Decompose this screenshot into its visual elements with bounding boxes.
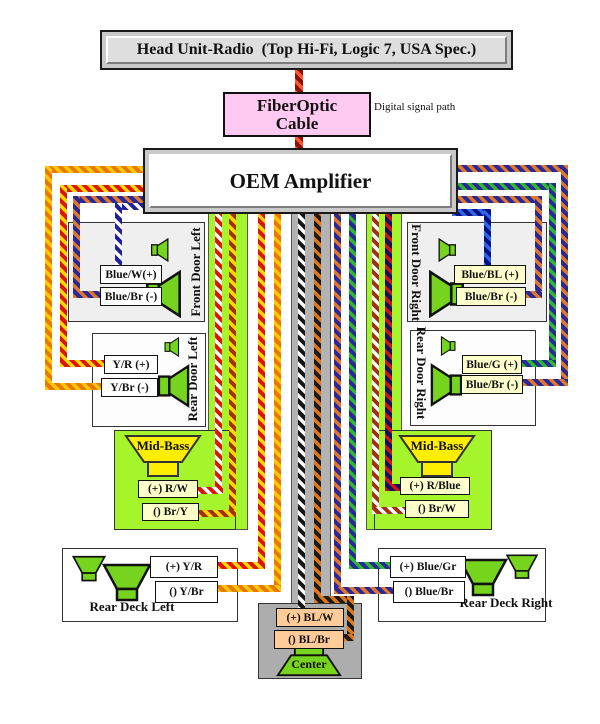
rear-deck-left-pos-label: (+) Y/R: [150, 556, 218, 578]
bluebr-frontright-wire-h1: [452, 196, 542, 203]
rear-door-right-woofer-icon: [430, 360, 462, 410]
mid-bass-right-pos-label: (+) R/Blue: [400, 477, 470, 495]
rear-door-left-neg-label: Y/Br (-): [101, 378, 158, 397]
brw-wire-h: [372, 507, 407, 514]
rear-deck-right-small-speaker-icon: [505, 554, 539, 580]
rw-wire-h: [197, 487, 223, 494]
blbr-wire-v2: [347, 596, 354, 641]
mid-bass-left-pos-label: (+) R/W: [138, 480, 198, 498]
yr-left-wire-h2: [60, 360, 105, 367]
bluebr-reardoorright-wire-h2: [523, 379, 568, 386]
bry-wire-h: [198, 510, 236, 517]
rear-deck-left-neg-label: () Y/Br: [155, 581, 218, 603]
rear-door-right-tweeter-icon: [436, 336, 460, 356]
ybr-deck-wire-v: [274, 212, 281, 590]
digital-signal-path-note: Digital signal path: [374, 101, 456, 113]
front-door-right-pos-label: Blue/BL (+): [454, 265, 526, 284]
fiber-optic-line1: FiberOptic: [256, 95, 338, 115]
blbr-wire-h1: [314, 596, 354, 603]
bluebr-frontright-wire-h2: [526, 291, 542, 298]
center-neg-label: () BL/Br: [274, 630, 344, 649]
mid-bass-right-speaker-icon: [398, 434, 476, 478]
rear-door-left-pos-label: Y/R (+): [104, 355, 158, 374]
rear-door-right-pos-label: Blue/G (+): [462, 355, 522, 374]
rear-door-left-tweeter-icon: [160, 337, 184, 357]
bluegr-wire-v: [349, 212, 356, 569]
bluebl-wire-h: [452, 209, 491, 216]
bluew-wire-h: [118, 203, 148, 210]
bluebr-deck-wire-v: [334, 212, 341, 592]
center-pos-label: (+) BL/W: [276, 608, 344, 627]
rear-deck-right-large-speaker-icon: [456, 558, 510, 598]
rear-door-right-name: Rear Door Right: [414, 326, 429, 420]
brw-wire-v: [372, 212, 379, 512]
bluegr-wire-h: [349, 562, 394, 569]
rear-deck-left-large-speaker-icon: [100, 563, 154, 603]
rear-door-right-neg-label: Blue/Br (-): [461, 375, 523, 394]
mid-bass-left-neg-label: () Br/Y: [142, 503, 199, 521]
head-unit-title: Head Unit-Radio (Top Hi-Fi, Logic 7, USA…: [136, 41, 477, 58]
mid-bass-left-speaker-icon: [124, 434, 202, 478]
blbr-wire-v1: [314, 212, 321, 602]
optic-wire-top: [295, 70, 303, 94]
fiber-optic-box: FiberOptic Cable: [223, 92, 371, 137]
bluebr-frontleft-wire-v: [73, 196, 80, 298]
center-gray-strip: [291, 212, 331, 609]
bluebr-deck-wire-h: [334, 587, 396, 594]
rear-deck-left-small-speaker-icon: [72, 555, 106, 583]
oem-amplifier-box: OEM Amplifier: [143, 148, 458, 214]
rblue-wire-v: [385, 212, 392, 491]
rear-door-left-woofer-icon: [158, 362, 190, 410]
front-door-right-neg-label: Blue/Br (-): [456, 287, 526, 306]
front-door-right-name: Front Door Right: [409, 224, 424, 322]
mid-bass-right-label: Mid-Bass: [410, 438, 464, 453]
blueg-wire-v: [549, 183, 556, 367]
rear-deck-right-pos-label: (+) Blue/Gr: [390, 556, 466, 578]
bluebl-wire-v: [484, 209, 491, 267]
ybr-left-wire-v: [45, 166, 52, 390]
yr-deck-wire-v: [258, 212, 265, 567]
bluebr-reardoorright-wire-v: [561, 165, 568, 386]
yr-left-wire-h1: [62, 185, 148, 192]
front-door-left-tweeter-icon: [146, 238, 174, 262]
front-door-left-neg-label: Blue/Br (-): [100, 287, 162, 306]
front-door-left-pos-label: Blue/W(+): [100, 265, 162, 284]
blbr-wire-h2: [343, 634, 354, 641]
rblue-wire-h: [385, 484, 402, 491]
center-label: Center: [291, 657, 327, 671]
rw-wire-v: [215, 212, 222, 491]
fiber-optic-line2: Cable: [275, 113, 319, 133]
yr-left-wire-v: [60, 185, 67, 367]
oem-amplifier-title: OEM Amplifier: [229, 168, 372, 193]
rear-deck-right-name: Rear Deck Right: [459, 595, 553, 610]
rear-deck-right-neg-label: () Blue/Br: [393, 581, 465, 603]
bluew-wire-v: [115, 203, 122, 265]
rear-deck-left-name: Rear Deck Left: [89, 599, 175, 614]
head-unit-box: Head Unit-Radio (Top Hi-Fi, Logic 7, USA…: [100, 30, 513, 70]
bluebr-frontright-wire-v: [535, 196, 542, 294]
bluebr-frontleft-wire-h2: [73, 291, 101, 298]
ybr-left-wire-h2: [45, 383, 102, 390]
blw-wire-v: [298, 212, 305, 610]
optic-wire-bottom: [295, 135, 303, 150]
yr-deck-wire-h: [217, 562, 265, 569]
mid-bass-left-label: Mid-Bass: [136, 438, 190, 453]
ybr-deck-wire-h: [217, 585, 281, 592]
bluebr-frontleft-wire-h1: [76, 196, 148, 203]
ybr-left-wire-h1: [48, 166, 148, 173]
bluebr-reardeckright-wire-h1: [452, 165, 568, 172]
front-door-right-tweeter-icon: [433, 238, 461, 262]
mid-bass-right-neg-label: () Br/W: [405, 500, 469, 518]
front-door-left-name: Front Door Left: [188, 227, 203, 317]
blueg-wire-h2: [522, 360, 556, 367]
blueg-wire-h1: [452, 183, 556, 190]
bry-wire-v: [229, 212, 236, 515]
